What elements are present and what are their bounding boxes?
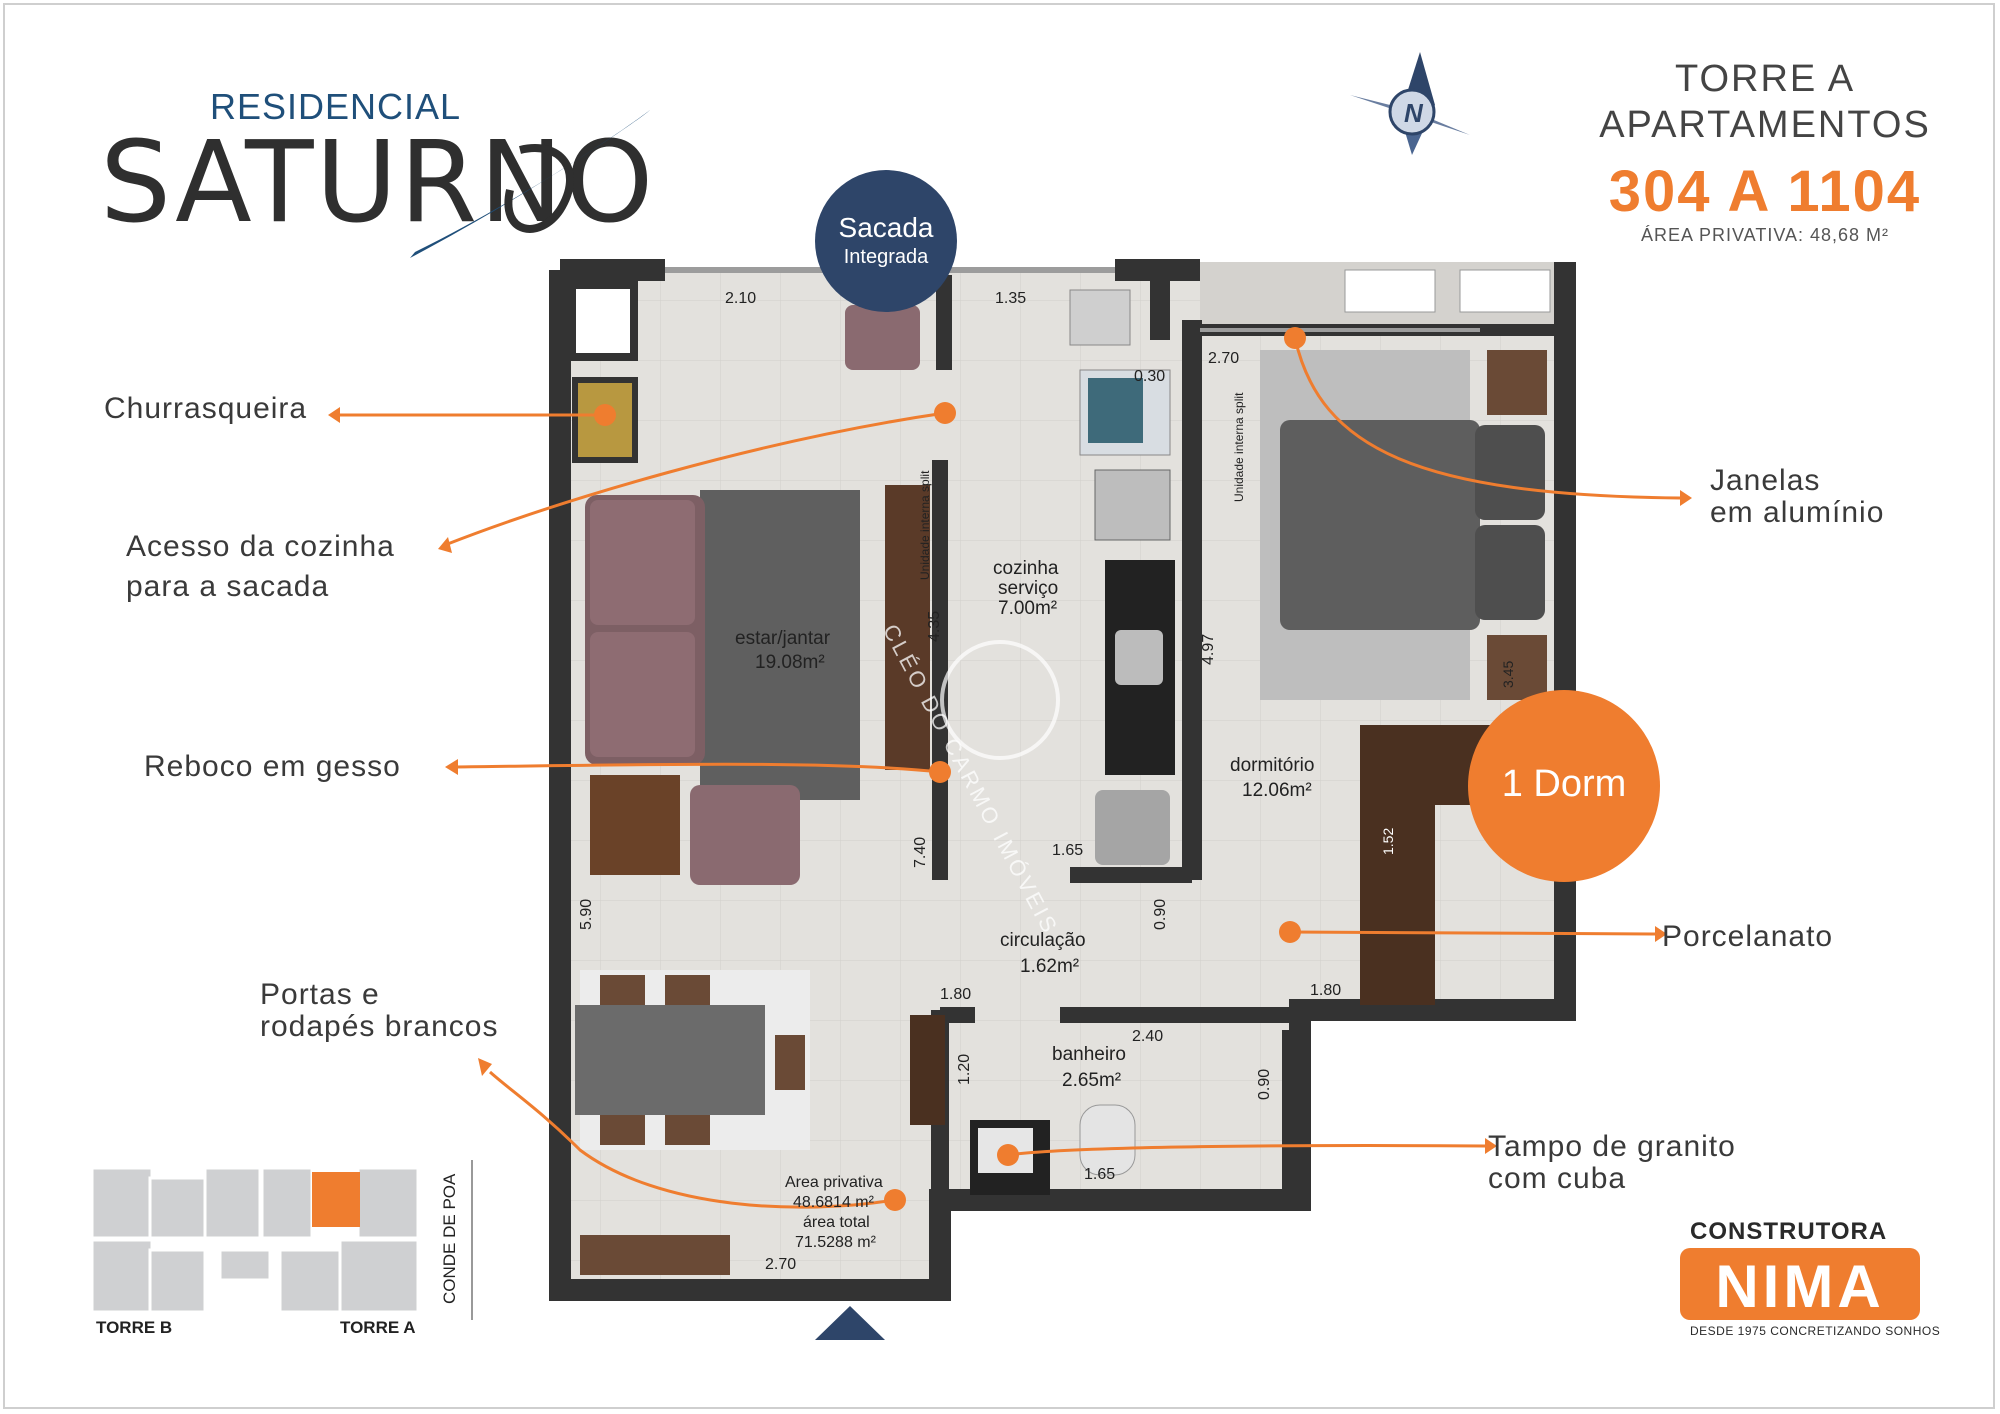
callout-portas-l1: Portas e: [260, 978, 380, 1011]
callout-lines: [340, 337, 1681, 1209]
location-map: [90, 1166, 420, 1314]
kitchen-sink-top: [1069, 289, 1131, 346]
dim-4-97: 4.97: [1200, 633, 1217, 665]
dim-0-90-banheiro: 0.90: [1256, 1068, 1273, 1100]
callout-tampo-l1: Tampo de granito: [1488, 1130, 1736, 1163]
badge-dorm: 1 Dorm: [1468, 690, 1660, 882]
shaft: [568, 281, 638, 361]
outer-wall: [549, 262, 1576, 1301]
dim-4-35: 4.35: [926, 610, 943, 642]
dim-1-20: 1.20: [956, 1053, 973, 1085]
dim-1-35: 1.35: [995, 290, 1027, 307]
callout-reboco: Reboco em gesso: [144, 750, 401, 783]
area-total-label: área total: [803, 1214, 870, 1231]
dim-2-70-top: 2.70: [1208, 350, 1240, 367]
room-cozinha-area: 7.00m²: [998, 598, 1058, 619]
svg-text:N: N: [1404, 98, 1424, 128]
room-banheiro-area: 2.65m²: [1062, 1070, 1122, 1091]
dim-1-65-cozinha: 1.65: [1052, 842, 1084, 859]
location-torre-a: TORRE A: [340, 1318, 416, 1337]
dim-0-90-circulacao: 0.90: [1152, 898, 1169, 930]
nightstand: [1487, 350, 1547, 415]
dim-3-45: 3.45: [1500, 660, 1516, 688]
apartment-range: 304 A 1104: [1608, 159, 1922, 224]
dim-5-90: 5.90: [578, 898, 595, 930]
area-privativa-value: 48.6814 m²: [793, 1194, 874, 1211]
callout-arrowheads: [328, 407, 1692, 1154]
stove: [1094, 469, 1171, 541]
dim-1-52: 1.52: [1380, 827, 1396, 855]
bed: [1280, 420, 1480, 630]
construtora-label: CONSTRUTORA: [1690, 1218, 1888, 1245]
location-street: CONDE DE POA: [440, 1173, 459, 1304]
dim-2-10: 2.10: [725, 290, 757, 307]
area-privativa-label: Area privativa: [785, 1174, 883, 1191]
nima-logo: NIMA: [1680, 1248, 1920, 1320]
area-total-value: 71.5288 m²: [795, 1234, 876, 1251]
dim-1-65-banheiro: 1.65: [1084, 1166, 1116, 1183]
dim-2-40: 2.40: [1132, 1028, 1164, 1045]
room-dorm-area: 12.06m²: [1242, 780, 1312, 801]
toilet: [1079, 1104, 1136, 1176]
dining-table: [575, 1005, 765, 1115]
rug-estar: [700, 490, 860, 800]
ac-unit: [1459, 269, 1551, 313]
logo-saturno: SATURNO: [100, 118, 656, 248]
side-table: [590, 775, 680, 875]
room-cozinha-l2: serviço: [998, 578, 1059, 599]
location-map-highlight: [312, 1172, 360, 1227]
callout-acesso-l2: para a sacada: [126, 570, 330, 603]
area-privativa: ÁREA PRIVATIVA: 48,68 M²: [1640, 225, 1890, 245]
callout-dots: [594, 327, 1306, 1211]
callout-tampo-l2: com cuba: [1488, 1162, 1627, 1195]
armchair-sacada: [845, 305, 920, 370]
construtora-slogan: DESDE 1975 CONCRETIZANDO SONHOS: [1690, 1324, 1941, 1338]
location-torre-b: TORRE B: [96, 1318, 173, 1337]
washer: [1095, 790, 1170, 865]
room-banheiro-name: banheiro: [1052, 1044, 1126, 1065]
watermark-logo: [940, 640, 1060, 760]
room-estar-area: 19.08m²: [755, 652, 825, 673]
bookshelf: [580, 1235, 730, 1275]
apartamentos-label: APARTAMENTOS: [1599, 104, 1931, 146]
tv-unit: [885, 485, 930, 770]
dim-7-40: 7.40: [912, 836, 929, 868]
armchair: [690, 785, 800, 885]
bath-door: [910, 1015, 945, 1125]
ac-unit: [1344, 269, 1436, 313]
callout-porcelanato: Porcelanato: [1662, 920, 1834, 953]
callout-janelas-l1: Janelas: [1710, 464, 1821, 497]
entrance-arrow-icon: [815, 1306, 885, 1340]
logo-residencial: RESIDENCIAL: [210, 86, 462, 127]
badge-sacada: Sacada Integrada: [815, 170, 957, 312]
room-circ-area: 1.62m²: [1020, 956, 1080, 977]
callout-churrasqueira: Churrasqueira: [104, 392, 308, 425]
callout-janelas-l2: em alumínio: [1710, 496, 1885, 529]
dim-1-80-right: 1.80: [1310, 982, 1342, 999]
split-label-1: Unidade interna split: [918, 470, 932, 580]
room-circ-name: circulação: [1000, 930, 1086, 951]
room-dorm-name: dormitório: [1230, 755, 1315, 776]
compass-icon: N: [1350, 52, 1470, 155]
dim-0-30: 0.30: [1134, 368, 1166, 385]
dim-1-80-left: 1.80: [940, 986, 972, 1003]
split-label-2: Unidade interna split: [1232, 392, 1246, 502]
nightstand: [1487, 635, 1547, 700]
callout-portas-l2: rodapés brancos: [260, 1010, 499, 1043]
room-cozinha-l1: cozinha: [993, 558, 1059, 579]
torre-title: TORRE A: [1674, 58, 1856, 100]
page-frame: [3, 3, 1995, 1409]
room-estar-name: estar/jantar: [735, 628, 831, 649]
dim-2-70-bottom: 2.70: [765, 1256, 797, 1273]
callout-acesso-l1: Acesso da cozinha: [126, 530, 395, 563]
